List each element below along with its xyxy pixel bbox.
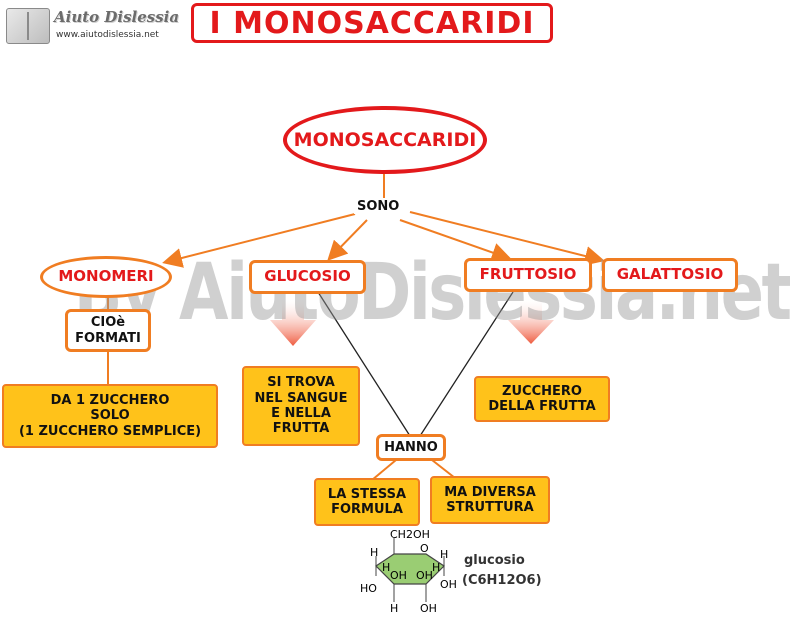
label-ho: HO [360,582,377,595]
line-glucosio-hanno [317,291,411,437]
label-h-5: H [390,602,398,615]
label-ring-o: O [420,542,429,555]
link-sono: SONO [354,199,403,214]
arrow-to-glucosio [327,219,368,261]
connector-lines [107,172,605,481]
arrow-to-monomeri [162,213,356,268]
node-si-trova: SI TROVA NEL SANGUE E NELLA FRUTTA [242,366,360,446]
glucose-structure: CH2OH O H H OH OH H H OH HO H OH glucosi… [360,528,542,615]
label-ch2oh: CH2OH [390,528,430,541]
node-stessa-formula: LA STESSA FORMULA [314,478,420,526]
logo-name: Aiuto Dislessia [54,8,180,26]
label-oh-1: OH [390,569,407,582]
logo-url: www.aiutodislessia.net [56,30,159,40]
label-h-1: H [370,546,378,559]
arrow-to-galattosio [409,211,605,266]
node-galattosio: GALATTOSIO [602,258,738,292]
down-arrow-fruttosio [508,300,554,344]
label-h-2: H [382,561,390,574]
label-oh-4: OH [420,602,437,615]
node-monosaccaridi: MONOSACCARIDI [283,106,487,174]
node-zucchero-frutta: ZUCCHERO DELLA FRUTTA [474,376,610,422]
logo: Aiuto Dislessia www.aiutodislessia.net [6,6,179,46]
down-arrow-glucosio [270,300,316,346]
label-oh-2: OH [416,569,433,582]
arrow-to-fruttosio [399,219,512,263]
label-h-4: H [440,548,448,561]
molecule-name: glucosio [464,553,525,568]
label-h-3: H [432,561,440,574]
molecule-formula: (C6H12O6) [462,573,542,588]
line-fruttosio-hanno [419,291,514,437]
node-monomeri: MONOMERI [40,256,172,298]
node-da-1-zucchero: DA 1 ZUCCHERO SOLO (1 ZUCCHERO SEMPLICE) [2,384,218,448]
label-oh-3: OH [440,578,457,591]
node-cioe-formati: CIOè FORMATI [65,309,151,352]
book-icon [6,8,50,44]
node-diversa-struttura: MA DIVERSA STRUTTURA [430,476,550,524]
node-glucosio: GLUCOSIO [249,260,366,294]
page-title: I MONOSACCARIDI [191,3,553,43]
node-hanno: HANNO [376,434,446,461]
node-fruttosio: FRUTTOSIO [464,258,592,292]
